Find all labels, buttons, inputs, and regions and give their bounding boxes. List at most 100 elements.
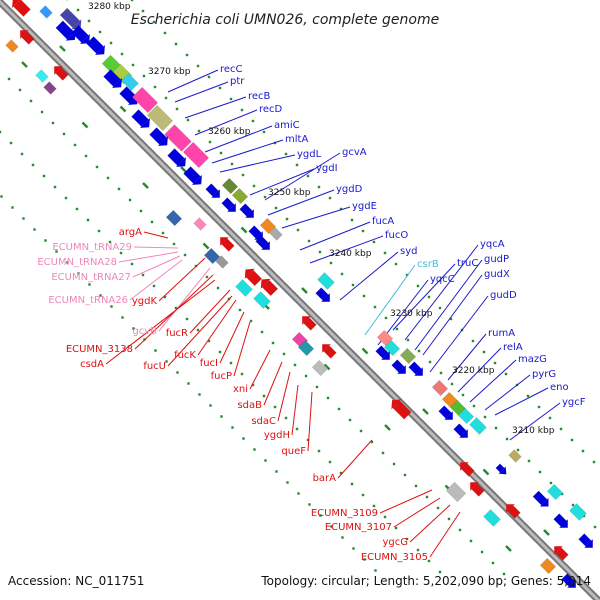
gene-box — [221, 177, 239, 195]
tick-dot — [44, 239, 47, 242]
tick-dot — [285, 217, 289, 221]
leader-line — [249, 168, 315, 196]
gene-label: amiC — [274, 120, 300, 131]
tick-dot — [293, 363, 297, 367]
major-tick — [384, 424, 391, 431]
tick-dot — [373, 305, 377, 309]
leader-line — [132, 255, 181, 278]
tick-dot — [220, 415, 223, 418]
gene-box — [495, 463, 505, 473]
tick-dot — [592, 460, 596, 464]
tick-dot — [131, 63, 135, 67]
gene-box — [231, 187, 249, 205]
tick-dot — [428, 360, 432, 364]
tick-dot — [502, 572, 506, 576]
tick-dot — [229, 361, 233, 365]
gene-feature — [297, 339, 315, 357]
tick-dot — [383, 251, 387, 255]
tick-dot — [153, 85, 157, 89]
tick-dot — [427, 295, 431, 299]
tick-dot — [260, 330, 264, 334]
tick-dot — [185, 53, 189, 57]
gene-label: gcvA — [342, 147, 367, 158]
tick-dot — [240, 372, 244, 376]
gene-label: yqcC — [430, 274, 455, 285]
gene-box — [315, 287, 329, 301]
tick-dot — [582, 514, 586, 518]
gene-box — [461, 463, 475, 477]
tick-dot — [328, 196, 332, 200]
tick-dot — [251, 119, 255, 123]
gene-box — [555, 547, 569, 561]
tick-dot — [0, 130, 2, 134]
tick-dot — [458, 528, 462, 532]
gene-label: truC — [457, 258, 478, 269]
major-tick — [323, 363, 331, 371]
leader-line — [263, 361, 283, 406]
gene-label: fucU — [143, 361, 166, 372]
tick-dot — [307, 239, 311, 243]
gene-arrow — [12, 0, 22, 8]
gene-box — [323, 345, 337, 359]
leader-line — [364, 264, 416, 336]
tick-dot — [570, 438, 574, 442]
gene-label: fucR — [166, 328, 188, 339]
gene-feature — [391, 399, 412, 420]
tick-dot — [461, 393, 465, 397]
tick-dot — [284, 152, 288, 156]
tick-dot — [152, 20, 156, 24]
gene-label: recD — [259, 104, 283, 115]
gene-box — [445, 481, 467, 503]
leader-line — [219, 311, 245, 364]
tick-dot — [7, 77, 11, 81]
gene-feature — [183, 166, 202, 185]
gene-box — [375, 345, 389, 359]
tick-dot — [405, 537, 409, 541]
major-tick — [361, 347, 369, 355]
leader-line — [392, 263, 456, 331]
gene-feature — [244, 268, 263, 287]
major-tick — [482, 468, 490, 476]
tick-dot — [392, 462, 396, 466]
tick-dot — [66, 261, 69, 264]
tick-dot — [295, 427, 299, 431]
gene-feature — [399, 347, 417, 365]
tick-dot — [139, 209, 143, 213]
tick-dot — [493, 361, 497, 365]
tick-dot — [362, 294, 366, 298]
gene-box — [259, 217, 277, 235]
leader-line — [189, 289, 231, 334]
gene-feature — [269, 227, 283, 241]
tick-dot — [405, 273, 409, 277]
gene-feature — [149, 127, 168, 146]
kbp-label: 3260 kbp — [208, 127, 251, 137]
major-tick — [119, 105, 127, 113]
leader-line — [447, 333, 487, 381]
tick-dot — [240, 108, 244, 112]
tick-dot — [286, 481, 289, 484]
leader-line — [337, 439, 373, 479]
tick-dot — [326, 396, 330, 400]
leader-line — [484, 374, 531, 411]
tick-dot — [329, 261, 333, 265]
gene-label: eno — [550, 382, 569, 393]
tick-dot — [106, 176, 110, 180]
gene-arrow — [211, 189, 220, 198]
tick-dot — [350, 482, 354, 486]
tick-dot — [537, 405, 541, 409]
leader-line — [158, 257, 206, 302]
tick-dot — [548, 416, 552, 420]
tick-dot — [163, 295, 167, 299]
kbp-scale-labels: 3280 kbp 3270 kbp 3260 kbp 3250 kbp 3240… — [88, 2, 555, 436]
tick-dot — [262, 394, 266, 398]
tick-dot — [176, 371, 179, 374]
gene-label: ECUMN_3105 — [361, 552, 428, 563]
tick-dot — [164, 96, 168, 100]
gene-label: ECUMN_tRNA27 — [51, 272, 131, 283]
leader-line — [409, 504, 451, 543]
tick-dot — [141, 9, 145, 13]
topology-summary-text: Topology: circular; Length: 5,202,090 bp… — [260, 574, 591, 588]
tick-dot — [282, 352, 286, 356]
tick-dot — [284, 416, 288, 420]
tick-dot — [414, 484, 418, 488]
